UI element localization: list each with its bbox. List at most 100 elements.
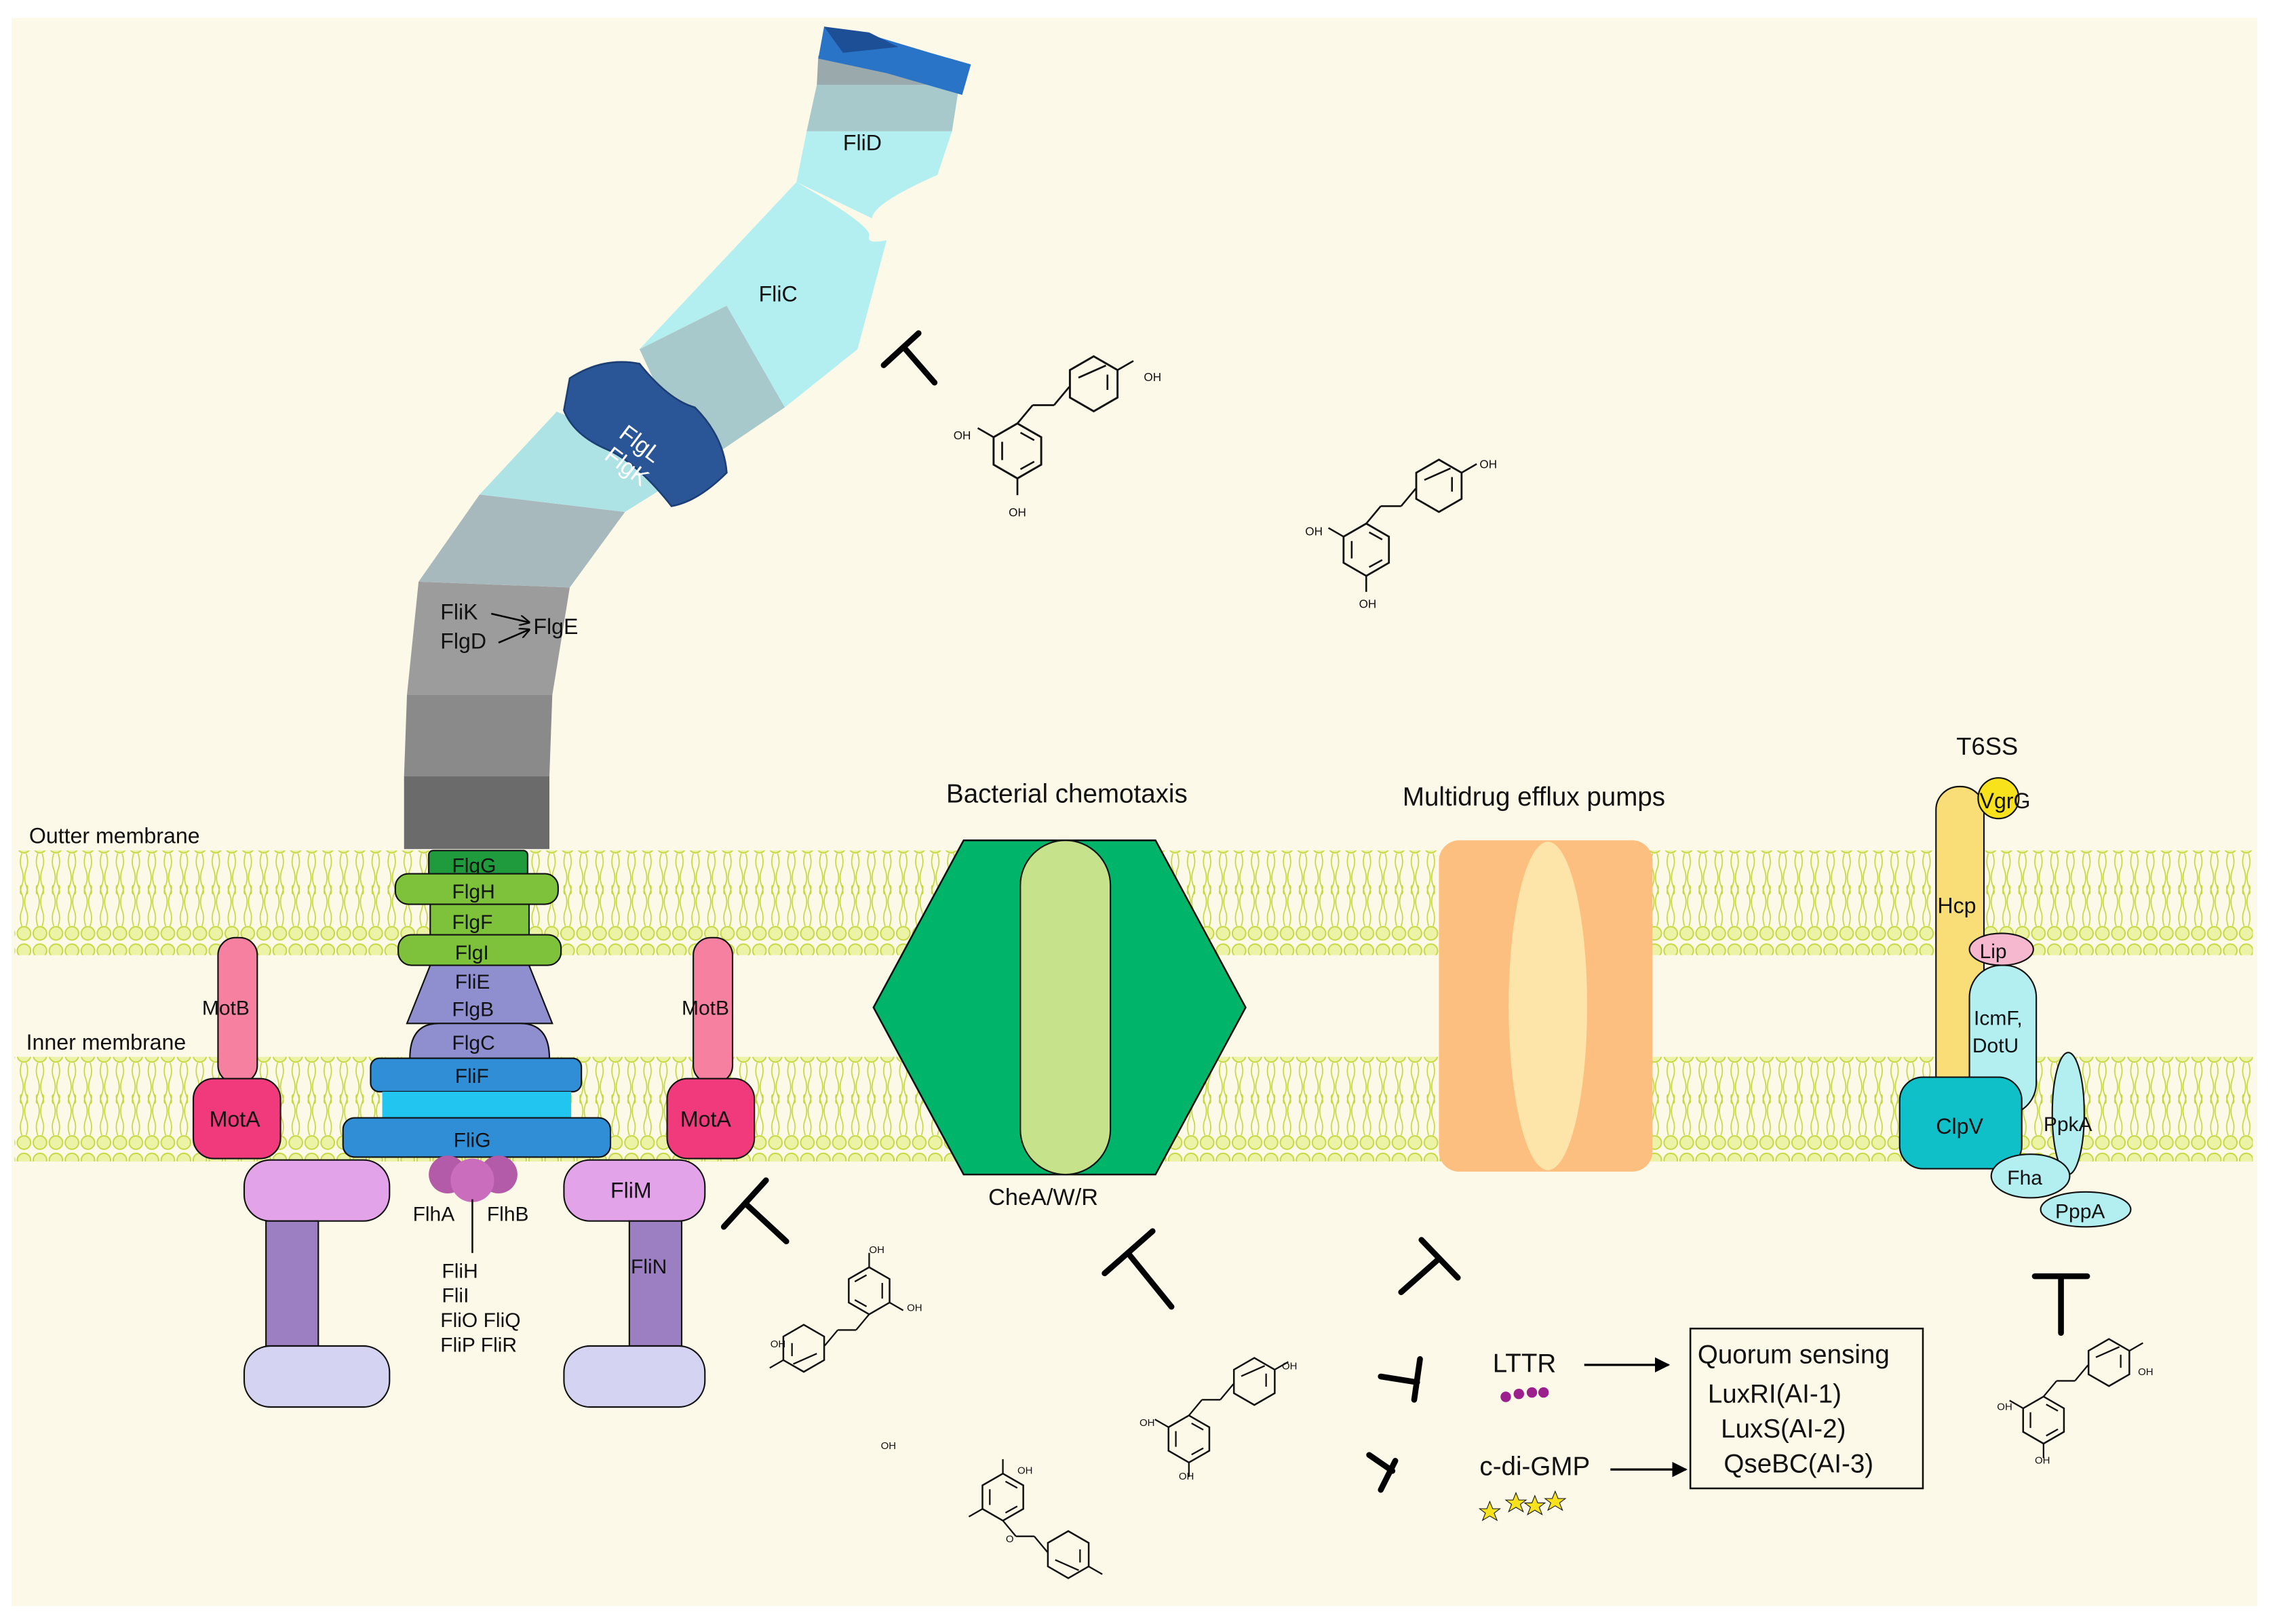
flagellum: FlgL FlgK FliD FliC FliK FlgD FlgE FlgG … — [192, 26, 971, 1408]
switch-left-stalk — [265, 1220, 319, 1347]
svg-text:OH: OH — [1179, 1471, 1194, 1482]
export-core — [450, 1158, 494, 1202]
svg-text:OH: OH — [1140, 1417, 1155, 1429]
svg-text:OH: OH — [1479, 458, 1497, 471]
flig-ring — [342, 1117, 612, 1158]
flif-label: FliF — [455, 1065, 489, 1088]
molecule-4: OH OH OH — [1140, 1357, 1298, 1482]
cell-background — [12, 18, 2257, 1606]
flgi-label: FlgI — [455, 942, 489, 964]
flid-label: FliD — [843, 130, 882, 155]
hcp-label: Hcp — [1937, 893, 1976, 917]
flio-fliq-label: FliO FliQ — [440, 1309, 520, 1332]
flik-label: FliK — [440, 600, 478, 625]
mota-right-label: MotA — [680, 1107, 732, 1131]
inhibit-stator — [720, 1177, 790, 1244]
molecule-2: OH OH OH — [1305, 458, 1497, 611]
molecule-1: OH OH OH — [954, 355, 1161, 519]
flin-label: FliN — [631, 1256, 667, 1278]
flge-label: FlgE — [533, 614, 578, 639]
lttr-label: LTTR — [1493, 1349, 1557, 1379]
pppa-phosphatase — [2040, 1191, 2132, 1228]
flgd-arrow — [498, 630, 529, 644]
flim-label: FliM — [610, 1178, 652, 1202]
flgd-label: FlgD — [440, 629, 486, 653]
filament-cap-tip — [824, 26, 899, 53]
inhibit-t6ss — [2031, 1273, 2090, 1336]
flgc-label: FlgC — [452, 1032, 494, 1054]
clpv-label: ClpV — [1936, 1114, 1983, 1138]
flin-stalk — [628, 1220, 683, 1347]
chemotaxis-title: Bacterial chemotaxis — [946, 780, 1188, 809]
flhb-label: FlhB — [487, 1204, 529, 1226]
flgf-ring — [429, 903, 530, 937]
flic-label: FliC — [759, 281, 798, 306]
vgrg-tip — [1977, 777, 2020, 820]
dotu-label: DotU — [1972, 1035, 2019, 1057]
quorum-item-1: LuxRI(AI-1) — [1708, 1380, 1842, 1409]
svg-text:OH: OH — [2035, 1455, 2050, 1467]
t6ss-complex: T6SS Hcp VgrG Lip IcmF, DotU ClpV PpkA F… — [1898, 732, 2132, 1228]
svg-text:OH: OH — [1359, 597, 1377, 610]
cdigmp-stars — [1478, 1490, 1567, 1522]
chemotaxis-label: CheA/W/R — [988, 1185, 1098, 1210]
quorum-item-2: LuxS(AI-2) — [1721, 1414, 1846, 1444]
inhibit-cdigmp — [1366, 1452, 1399, 1493]
flgh-label: FlgH — [452, 881, 494, 903]
flik-arrow — [490, 612, 529, 622]
molecule-3: OH OH OH — [768, 1244, 922, 1373]
chemotaxis-complex: Bacterial chemotaxis CheA/W/R — [872, 780, 1247, 1210]
filament-segment-4 — [796, 131, 952, 219]
filament-segment-5 — [806, 85, 960, 132]
fha-protein — [1990, 1153, 2071, 1199]
t6ss-title: T6SS — [1956, 732, 2018, 760]
efflux-title: Multidrug efflux pumps — [1403, 783, 1665, 812]
motb-left-label: MotB — [202, 997, 250, 1019]
molecule-6: OH OH OH — [1997, 1338, 2154, 1467]
svg-text:OH: OH — [771, 1339, 786, 1350]
flgb-label: FlgB — [452, 999, 494, 1021]
flii-label: FliI — [442, 1285, 469, 1307]
flih-label: FliH — [442, 1260, 478, 1282]
switch-left-top — [243, 1159, 391, 1222]
filament-segment-3 — [639, 182, 887, 408]
lttr-dots — [1500, 1387, 1549, 1402]
flha-label: FlhA — [413, 1204, 455, 1226]
flip-flir-label: FliP FliR — [440, 1334, 517, 1357]
quorum-item-3: QseBC(AI-3) — [1723, 1449, 1873, 1478]
chemotaxis-channel — [1019, 839, 1112, 1176]
svg-text:OH: OH — [1144, 370, 1161, 384]
mota-left-label: MotA — [210, 1107, 261, 1131]
flgc-ring — [409, 1023, 551, 1059]
cdigmp-label: c-di-GMP — [1479, 1452, 1590, 1482]
ms-ring — [382, 1092, 572, 1120]
svg-text:OH: OH — [1017, 1465, 1033, 1477]
quorum-box — [1689, 1328, 1924, 1490]
filament-segment-2 — [639, 305, 785, 469]
inhibit-lttr — [1378, 1356, 1423, 1403]
pppa-label: PppA — [2055, 1200, 2105, 1223]
svg-text:OH: OH — [1997, 1401, 2012, 1412]
icmf-label: IcmF, — [1974, 1007, 2023, 1029]
clpv-atpase — [1898, 1076, 2023, 1170]
molecule-5: OH OH O — [881, 1440, 1104, 1579]
inhibit-flagellin — [880, 330, 938, 386]
flig-label: FliG — [454, 1129, 491, 1151]
svg-text:OH: OH — [881, 1440, 897, 1452]
quorum-sensing: LTTR c-di-GMP Quorum sensing LuxRI(AI-1)… — [1478, 1328, 1924, 1522]
fha-label: Fha — [2007, 1167, 2042, 1189]
ppka-label: PpkA — [2044, 1113, 2092, 1136]
inhibit-efflux — [1398, 1237, 1461, 1295]
flie-label: FliE — [455, 971, 490, 993]
svg-text:OH: OH — [2138, 1366, 2154, 1378]
inhibit-chemotaxis — [1102, 1228, 1175, 1310]
quorum-title: Quorum sensing — [1698, 1341, 1890, 1370]
hook-segment-3 — [418, 494, 625, 588]
junction-flgk-flgl — [563, 361, 728, 507]
flie-rod — [406, 964, 553, 1025]
efflux-channel — [1508, 841, 1587, 1170]
efflux-pump: Multidrug efflux pumps — [1403, 783, 1665, 1172]
svg-text:OH: OH — [907, 1303, 922, 1314]
hook-segment-1 — [404, 695, 553, 776]
